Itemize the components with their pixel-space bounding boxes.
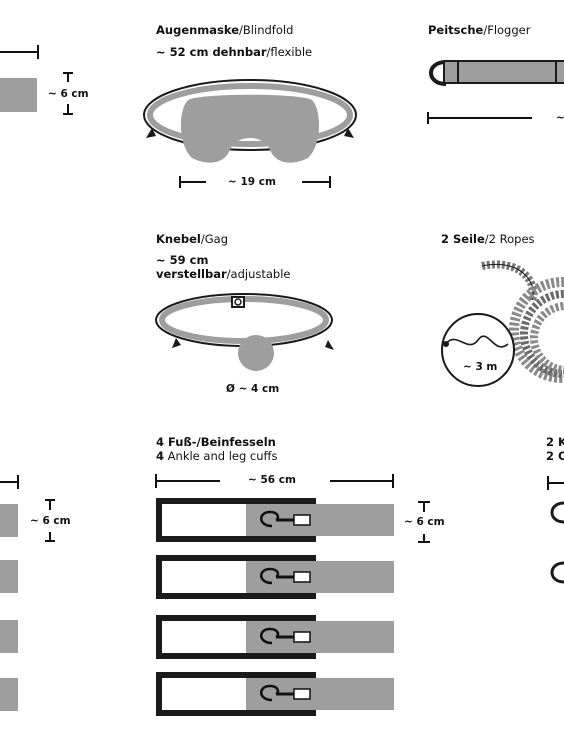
flogger-illustration bbox=[429, 60, 564, 86]
ropes-title-de: 2 Seile bbox=[441, 232, 485, 246]
cuffs-title-line2-text: Ankle and leg cuffs bbox=[164, 449, 278, 463]
ropes-length: ~ 3 m bbox=[463, 361, 498, 373]
flogger-length-marker bbox=[427, 112, 532, 124]
cuff-4 bbox=[156, 672, 394, 716]
blindfold-size-sep: / bbox=[266, 45, 271, 59]
right-partial-line1: 2 K bbox=[546, 435, 564, 449]
gag-title-de: Knebel bbox=[156, 232, 201, 246]
cuff-2 bbox=[156, 555, 394, 599]
left-strap-illustration bbox=[0, 45, 39, 112]
left-cuffs-height-label: ~ 6 cm bbox=[30, 515, 71, 527]
ropes-title-en: 2 Ropes bbox=[488, 232, 535, 246]
gag-title: Knebel/Gag bbox=[156, 232, 229, 246]
blindfold-title-en: Blindfold bbox=[242, 23, 294, 37]
ropes-title-sep: / bbox=[484, 232, 489, 246]
flogger-title-sep: / bbox=[483, 23, 488, 37]
left-strap-height-label: ~ 6 cm bbox=[48, 88, 89, 100]
right-partial-illustration bbox=[547, 476, 564, 584]
right-partial-line2: 2 C bbox=[546, 449, 564, 463]
cuffs-length-marker bbox=[155, 474, 394, 488]
ropes-title: 2 Seile/2 Ropes bbox=[441, 232, 535, 246]
cuffs-illustration bbox=[156, 498, 394, 716]
cuffs-title-line2-num: 4 bbox=[156, 449, 165, 463]
gag-adjustable-en: adjustable bbox=[230, 267, 291, 281]
cuffs-height-label: ~ 6 cm bbox=[404, 516, 445, 528]
blindfold-size-de: ~ 52 cm dehnbar bbox=[156, 45, 267, 59]
left-strap-height-marker bbox=[63, 72, 73, 115]
blindfold-title: Augenmaske/Blindfold bbox=[156, 23, 294, 37]
blindfold-width-marker bbox=[179, 176, 331, 188]
cuffs-title-line1: 4 Fuß-/Beinfesseln bbox=[156, 435, 276, 449]
gag-illustration bbox=[155, 293, 334, 371]
cuff-1 bbox=[156, 498, 394, 542]
left-cuffs-height-marker bbox=[45, 499, 55, 542]
flogger-length-label: ~ bbox=[556, 112, 564, 124]
blindfold-size: ~ 52 cm dehnbar/flexible bbox=[156, 45, 313, 59]
gag-title-sep: / bbox=[200, 232, 205, 246]
gag-adjustable: verstellbar/adjustable bbox=[156, 267, 291, 281]
flogger-title-en: Flogger bbox=[487, 23, 531, 37]
gag-size: ~ 59 cm bbox=[156, 253, 209, 267]
blindfold-title-sep: / bbox=[239, 23, 243, 37]
cuffs-title-line2: 4 Ankle and leg cuffs bbox=[156, 449, 278, 463]
flogger-title: Peitsche/Flogger bbox=[428, 23, 531, 37]
cuff-3 bbox=[156, 615, 394, 659]
left-cuffs-illustration bbox=[0, 475, 19, 711]
blindfold-width-label: ~ 19 cm bbox=[228, 176, 276, 188]
ropes-illustration bbox=[441, 260, 564, 387]
cuffs-height-marker bbox=[418, 501, 430, 543]
blindfold-size-en: flexible bbox=[270, 45, 313, 59]
gag-adjustable-sep: / bbox=[226, 267, 231, 281]
flogger-title-de: Peitsche bbox=[428, 23, 484, 37]
gag-ball-diameter: Ø ~ 4 cm bbox=[226, 383, 280, 395]
gag-adjustable-de: verstellbar bbox=[156, 267, 227, 281]
blindfold-title-de: Augenmaske bbox=[156, 23, 240, 37]
cuffs-length-label: ~ 56 cm bbox=[248, 474, 296, 486]
gag-title-en: Gag bbox=[204, 232, 229, 246]
blindfold-illustration bbox=[143, 79, 357, 163]
